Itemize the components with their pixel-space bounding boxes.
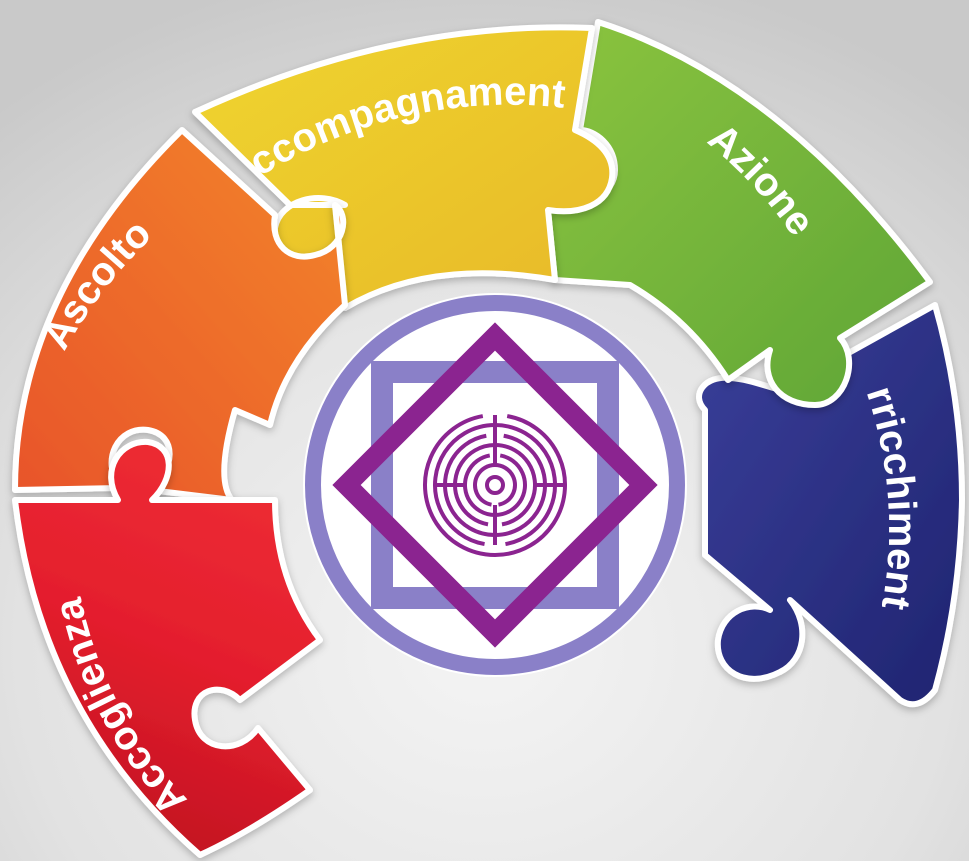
labyrinth-center	[485, 475, 505, 495]
puzzle-piece-ascolto	[12, 127, 348, 503]
emblem-white-disc	[303, 293, 687, 677]
emblem-square	[371, 361, 619, 609]
puzzle-piece-arricchimento	[696, 302, 965, 708]
labyrinth-icon	[423, 414, 567, 557]
emblem-ring	[305, 295, 685, 675]
center-emblem	[303, 293, 687, 677]
puzzle-piece-accoglienza	[12, 438, 323, 858]
labyrinth-ring	[423, 414, 567, 557]
emblem-diamond	[332, 322, 658, 648]
labyrinth-ring	[473, 463, 517, 507]
